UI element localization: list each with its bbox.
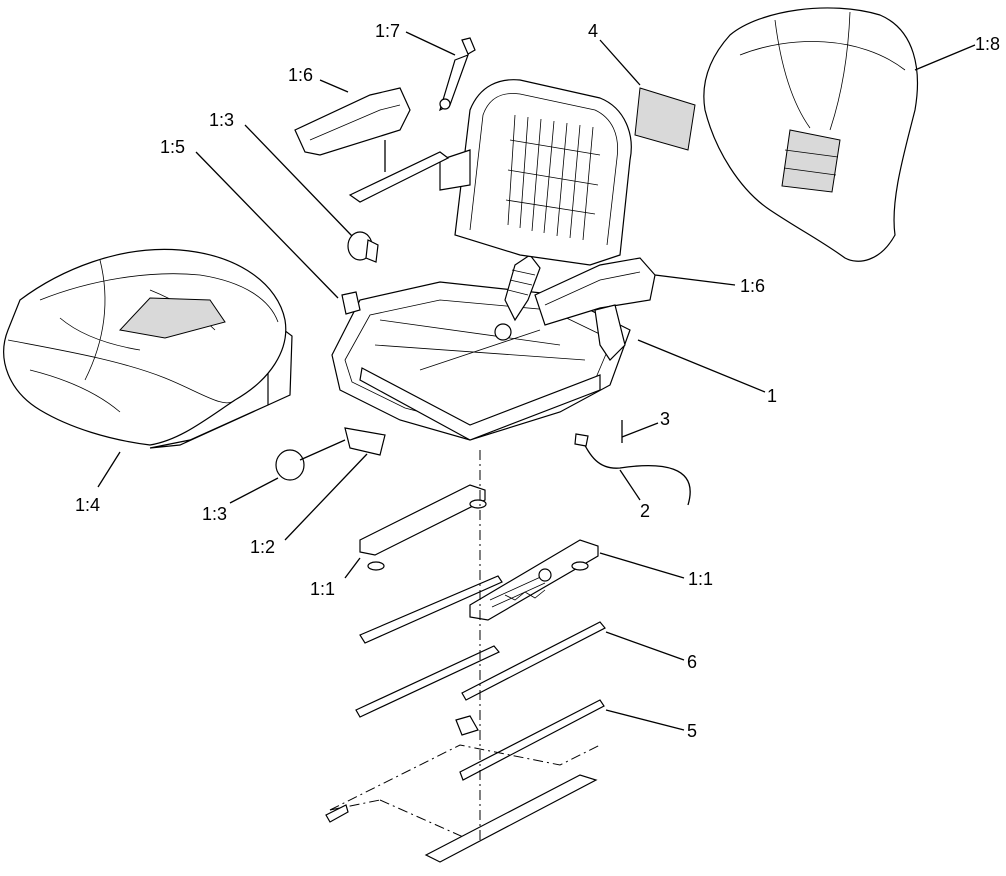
shock-absorber: [439, 37, 476, 112]
strap-lower-left: [355, 645, 500, 718]
wire-harness: [574, 433, 691, 506]
lever: [344, 427, 386, 456]
callout-1-2: 1:2: [250, 537, 276, 557]
knob-bottom: [275, 439, 346, 481]
callout-4: 4: [588, 21, 599, 41]
base-frame: [325, 715, 601, 863]
strap-5: [459, 699, 605, 781]
back-cushion: [703, 7, 918, 262]
callout-1-6-right: 1:6: [740, 276, 766, 296]
slide-rail-right: [469, 539, 599, 621]
switch: [341, 291, 361, 315]
callout-5: 5: [687, 721, 698, 741]
callout-1-1-right: 1:1: [688, 569, 714, 589]
callout-1-3-bottom: 1:3: [202, 504, 228, 524]
leader-lines: [97, 31, 976, 731]
strap-upper-left: [359, 575, 503, 644]
callout-1-8: 1:8: [975, 34, 1001, 54]
knob-top: [347, 231, 379, 263]
callout-3: 3: [660, 409, 671, 429]
callout-2: 2: [640, 501, 651, 521]
seat-cushion: [3, 248, 293, 449]
callout-1-5: 1:5: [160, 137, 186, 157]
slide-rail-left: [359, 484, 487, 571]
callout-6: 6: [687, 652, 698, 672]
armrest-right: [534, 257, 656, 361]
seat-back-frame: [439, 79, 632, 266]
callout-1-1-left: 1:1: [310, 579, 336, 599]
callout-1-7: 1:7: [375, 21, 401, 41]
callout-1-3-top: 1:3: [209, 110, 235, 130]
armrest-top: [294, 87, 450, 203]
callout-1-4: 1:4: [75, 495, 101, 515]
callout-1-6-top: 1:6: [288, 65, 314, 85]
strap-6: [461, 621, 606, 701]
callout-1: 1: [767, 386, 778, 406]
label-plate: [634, 87, 696, 151]
